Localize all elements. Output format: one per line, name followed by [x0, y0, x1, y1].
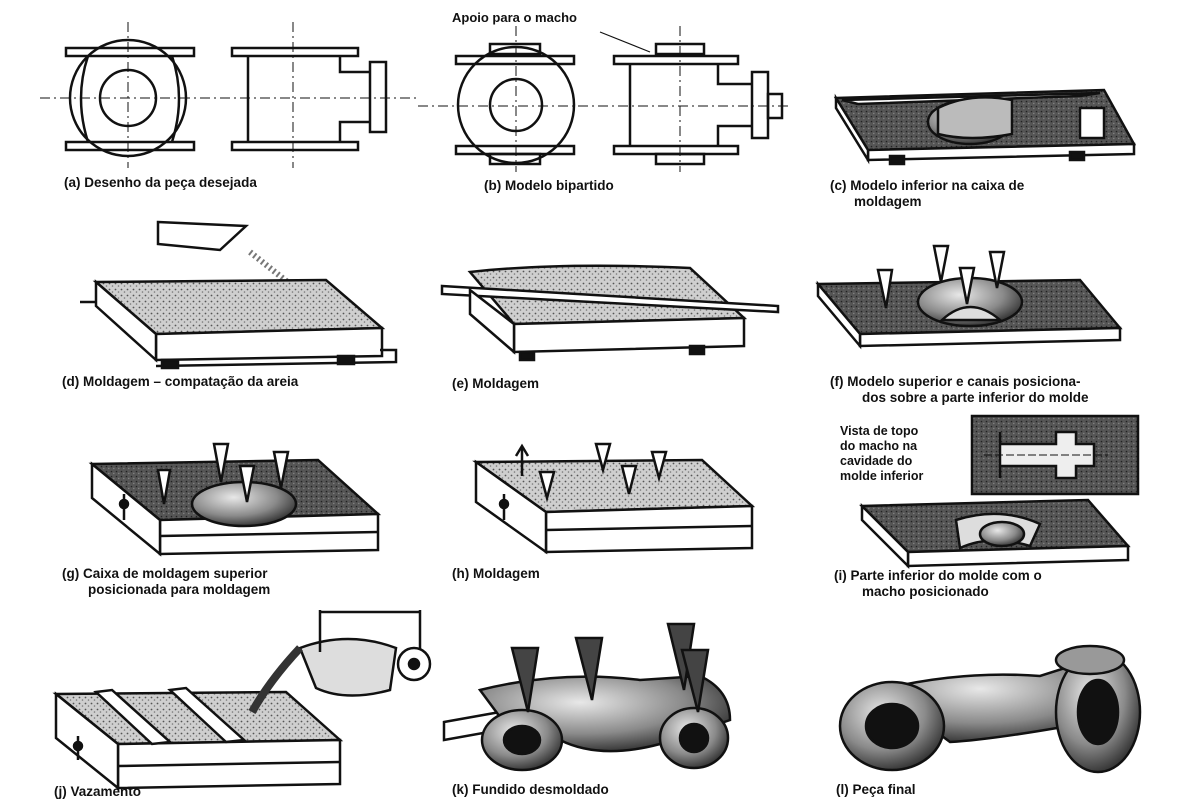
- step-i-core-inset: [970, 414, 1140, 496]
- caption-j: (j) Vazamento: [54, 784, 141, 800]
- caption-line: (a) Desenho da peça desejada: [64, 175, 257, 190]
- caption-line: (h) Moldagem: [452, 566, 540, 581]
- inset-line: Vista de topo: [840, 424, 919, 438]
- caption-h: (h) Moldagem: [452, 566, 540, 582]
- step-g-upper-flask: [88, 442, 382, 557]
- caption-b: (b) Modelo bipartido: [484, 178, 614, 194]
- label-core-support: Apoio para o macho: [452, 10, 577, 25]
- caption-line: macho posicionado: [862, 584, 989, 599]
- caption-d: (d) Moldagem – compatação da areia: [62, 374, 298, 390]
- caption-line: (b) Modelo bipartido: [484, 178, 614, 193]
- caption-line: dos sobre a parte inferior do molde: [862, 390, 1089, 405]
- inset-line: do macho na: [840, 439, 918, 453]
- caption-i: (i) Parte inferior do molde com o macho …: [834, 568, 1042, 600]
- inset-caption: Vista de topo do macho na cavidade do mo…: [840, 424, 923, 484]
- caption-a: (a) Desenho da peça desejada: [64, 175, 257, 191]
- caption-line: posicionada para moldagem: [88, 582, 271, 597]
- step-h-molding: [472, 442, 756, 555]
- caption-c: (c) Modelo inferior na caixa de moldagem: [830, 178, 1024, 210]
- step-k-casting: [442, 622, 732, 772]
- step-a-drawing: [40, 22, 420, 168]
- caption-line: (k) Fundido desmoldado: [452, 782, 609, 797]
- step-b-split-pattern: [418, 26, 790, 172]
- caption-line: (e) Moldagem: [452, 376, 540, 391]
- caption-line: (c) Modelo inferior na caixa de: [830, 178, 1025, 193]
- step-f-upper-pattern: [815, 244, 1123, 350]
- step-l-final-part: [838, 644, 1142, 774]
- caption-line: (l) Peça final: [836, 782, 916, 797]
- caption-f: (f) Modelo superior e canais posiciona- …: [830, 374, 1089, 406]
- caption-l: (l) Peça final: [836, 782, 916, 798]
- step-i-lower-mold: [859, 498, 1131, 570]
- inset-line: cavidade do: [840, 454, 913, 468]
- caption-g: (g) Caixa de moldagem superior posiciona…: [62, 566, 270, 598]
- step-e-molding: [440, 264, 780, 362]
- caption-line: (i) Parte inferior do molde com o: [834, 568, 1042, 583]
- step-d-sand-compaction: [80, 220, 398, 370]
- caption-k: (k) Fundido desmoldado: [452, 782, 609, 798]
- caption-e: (e) Moldagem: [452, 376, 539, 392]
- caption-line: (d) Moldagem – compatação da areia: [62, 374, 299, 389]
- caption-line: (j) Vazamento: [54, 784, 142, 799]
- caption-line: (g) Caixa de moldagem superior: [62, 566, 268, 581]
- caption-line: moldagem: [854, 194, 922, 209]
- inset-line: molde inferior: [840, 469, 924, 483]
- caption-line: (f) Modelo superior e canais posiciona-: [830, 374, 1081, 389]
- step-c-lower-pattern-flask: [833, 88, 1137, 166]
- step-j-pouring: [52, 610, 432, 791]
